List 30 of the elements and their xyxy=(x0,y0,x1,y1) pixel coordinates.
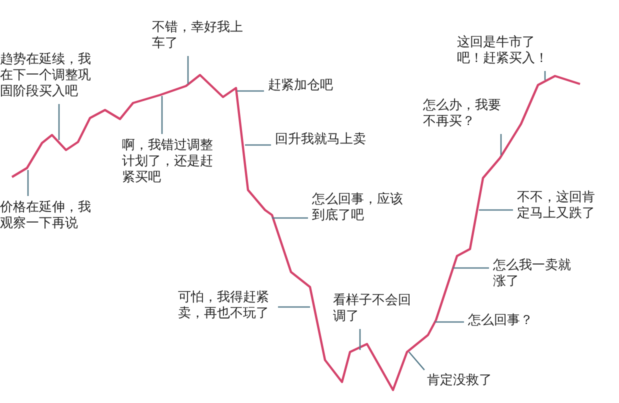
leader-line xyxy=(408,352,425,370)
speech-text: 不错，幸好我上车了 xyxy=(152,20,250,52)
leader-line xyxy=(187,56,189,84)
leader-line xyxy=(237,90,264,92)
leader-line xyxy=(58,104,60,140)
speech-text: 怎么我一卖就涨了 xyxy=(493,258,577,290)
leader-line xyxy=(272,217,308,219)
leader-line xyxy=(500,134,502,155)
speech-text: 回升我就马上卖 xyxy=(275,132,375,148)
speech-text: 赶紧加仓吧 xyxy=(268,78,348,94)
speech-text: 怎么办，我要不再买？ xyxy=(423,98,507,130)
leader-line xyxy=(435,321,464,323)
leader-line xyxy=(479,209,513,211)
speech-text: 肯定没救了 xyxy=(427,373,507,389)
leader-line xyxy=(544,71,546,80)
speech-text: 价格在延伸，我观察一下再说 xyxy=(0,200,100,232)
speech-text: 看样子不会回调了 xyxy=(333,293,417,325)
speech-text: 怎么回事，应该到底了吧 xyxy=(312,192,404,224)
leader-line xyxy=(245,144,271,146)
speech-text: 啊，我错过调整计划了，还是赶紧买吧 xyxy=(122,138,218,186)
leader-line xyxy=(27,170,29,196)
speech-text: 趋势在延续，我在下一个调整巩固阶段买入吧 xyxy=(0,52,95,100)
leader-line xyxy=(453,267,489,269)
leader-line xyxy=(359,329,361,350)
speech-text: 这回是牛市了吧！赶紧买入！ xyxy=(457,35,553,67)
leader-line xyxy=(278,306,310,308)
speech-text: 可怕，我得赶紧卖，再也不玩了 xyxy=(178,290,274,322)
speech-text: 不不，这回肯定马上又跌了 xyxy=(517,190,601,222)
speech-text: 怎么回事？ xyxy=(468,313,548,329)
leader-line xyxy=(161,96,163,134)
